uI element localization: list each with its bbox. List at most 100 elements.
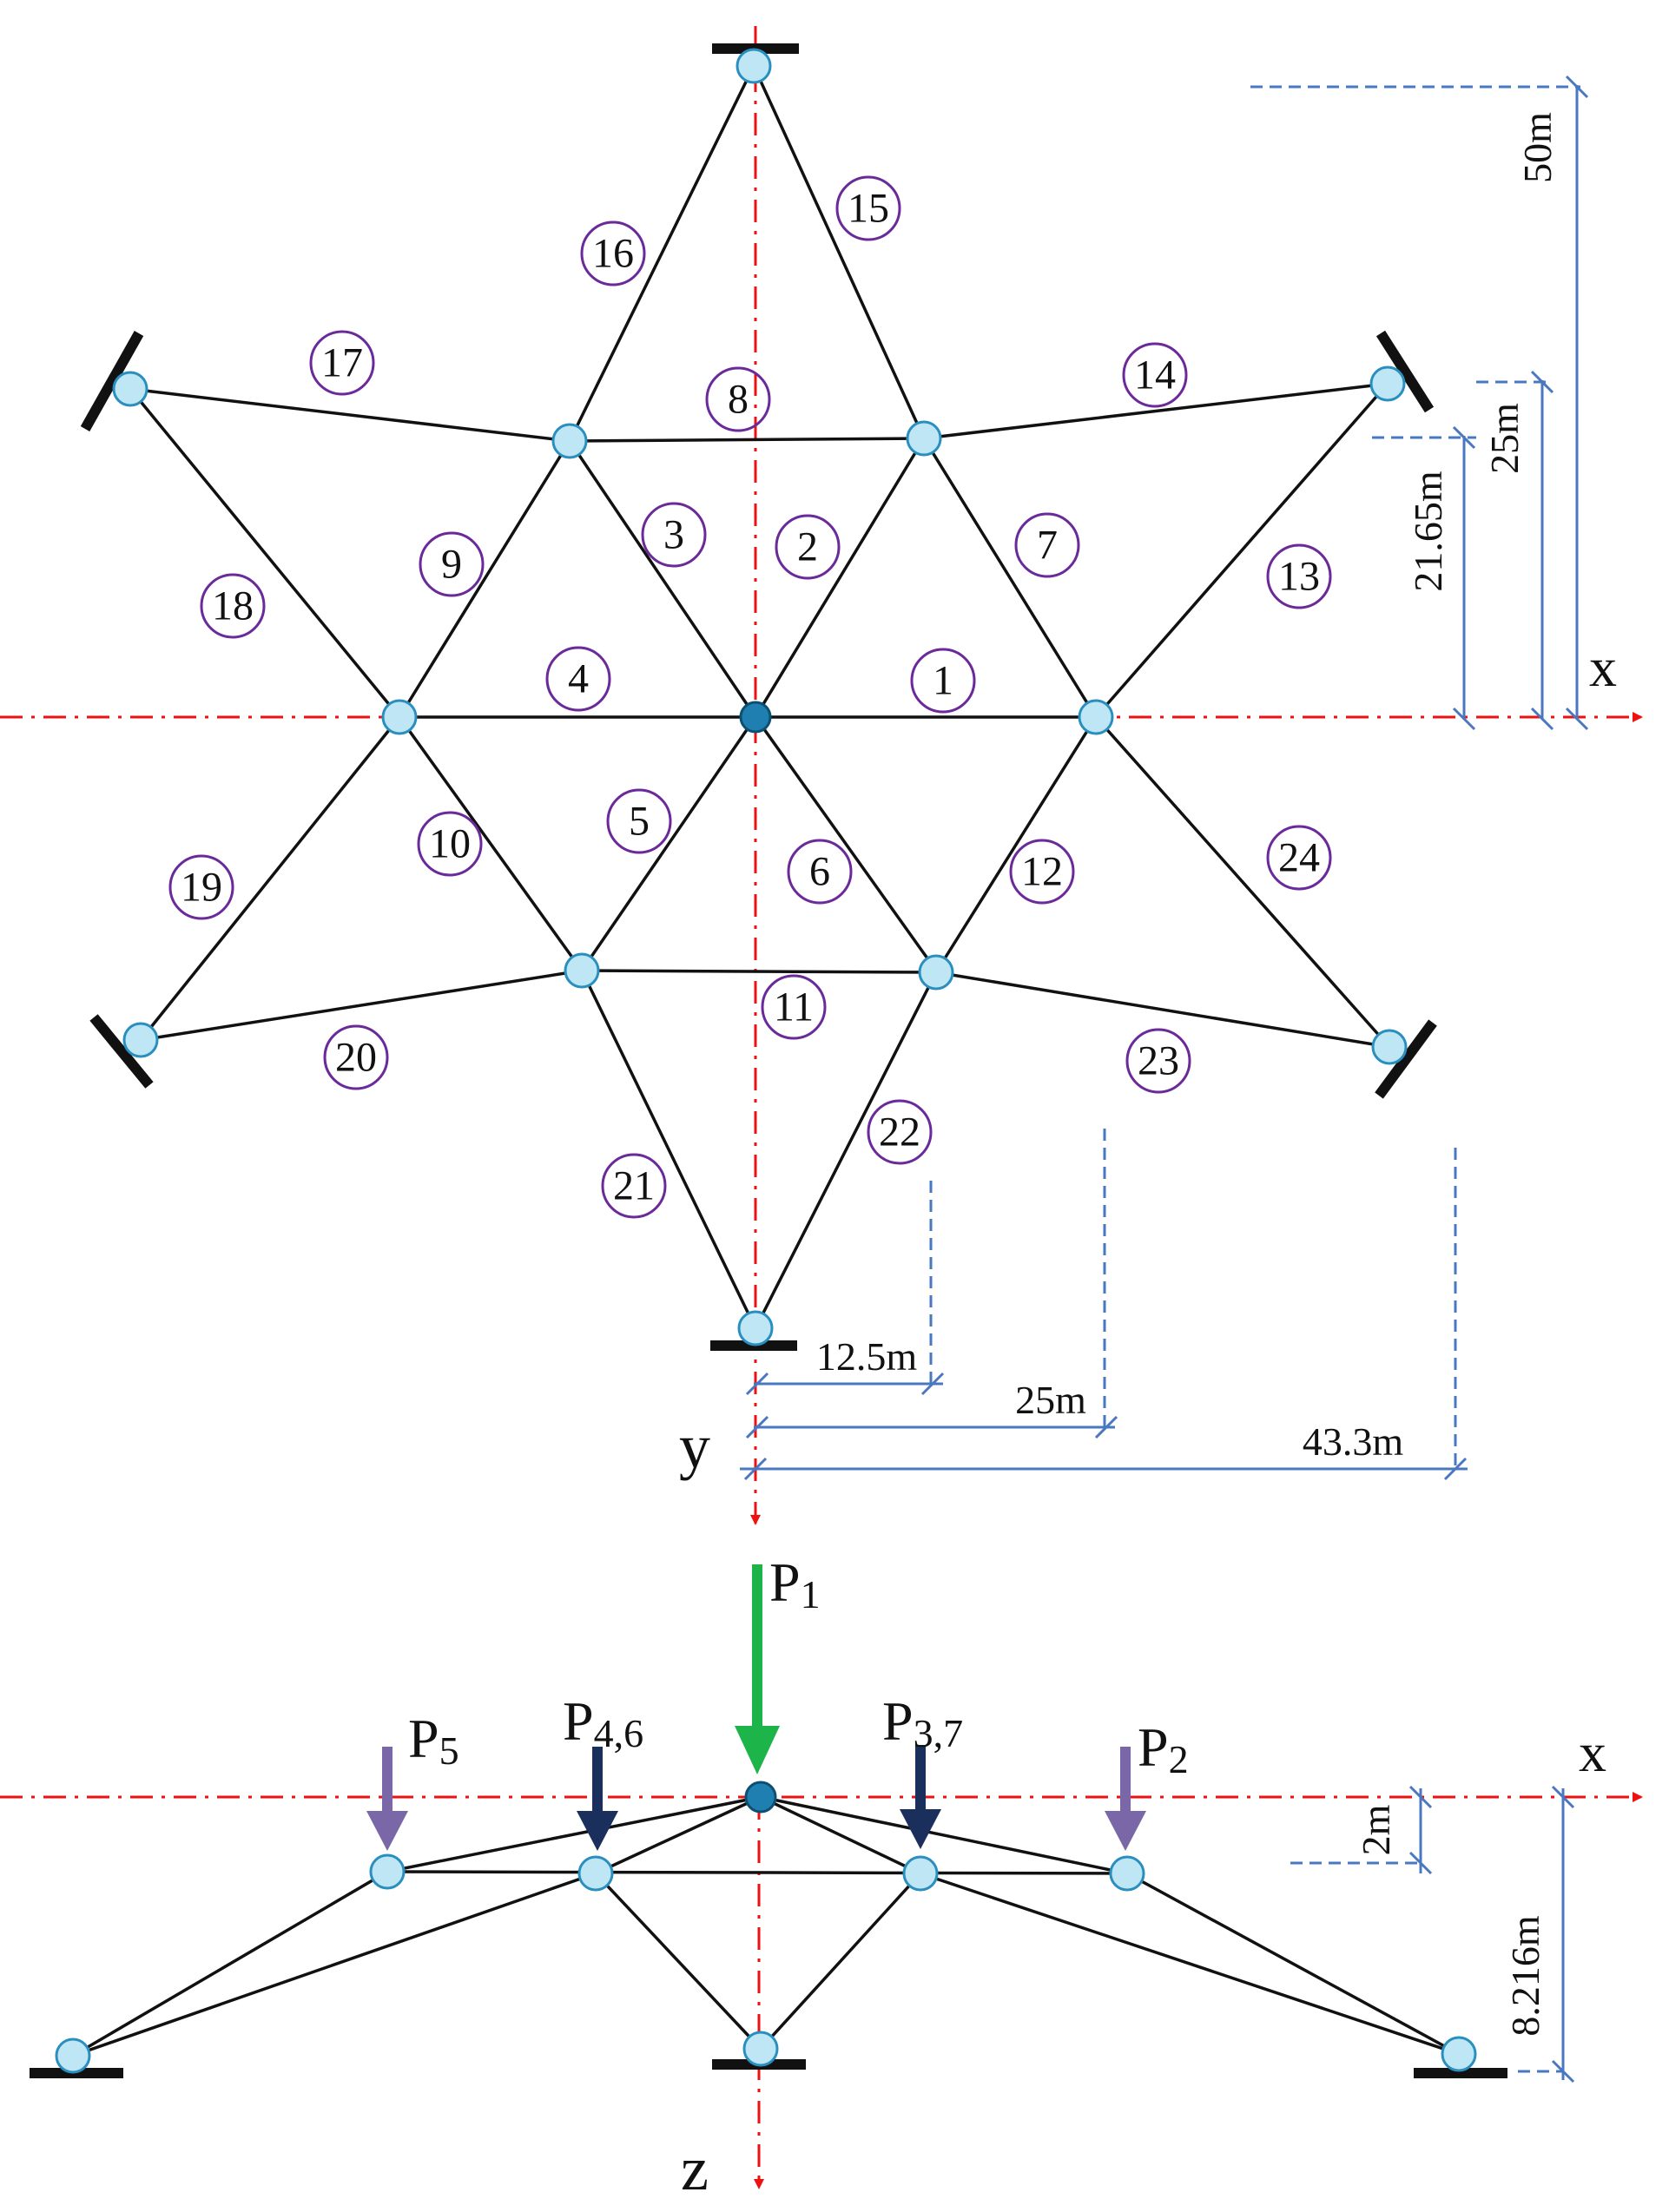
plan-nodes xyxy=(112,48,1408,1346)
member-label-19: 19 xyxy=(168,854,234,920)
dim-label-25m-bottom: 25m xyxy=(1015,1378,1086,1422)
member-10 xyxy=(398,715,584,972)
load-label-p1: P1 xyxy=(769,1551,821,1616)
member-label-4: 4 xyxy=(545,646,611,712)
svg-text:20: 20 xyxy=(335,1035,377,1081)
member-18 xyxy=(129,387,401,719)
elev-node xyxy=(902,1855,939,1892)
member-label-15: 15 xyxy=(835,175,901,241)
load-arrow-p1 xyxy=(735,1564,780,1774)
node-inner-lower-left xyxy=(564,952,600,989)
node-upper-right-outer xyxy=(1369,365,1406,402)
member-label-6: 6 xyxy=(787,839,853,905)
elevation-dimensions xyxy=(1290,1785,1575,2084)
elev-member xyxy=(71,1872,597,2057)
elev-node xyxy=(1109,1855,1145,1892)
member-13 xyxy=(1094,382,1389,719)
dim-label-43-3m: 43.3m xyxy=(1303,1419,1404,1464)
member-label-11: 11 xyxy=(761,974,827,1040)
elev-member xyxy=(1125,1872,1461,2056)
node-top xyxy=(736,48,772,84)
member-21 xyxy=(580,969,757,1330)
elev-member xyxy=(759,1872,922,2051)
member-2 xyxy=(754,437,926,719)
svg-text:18: 18 xyxy=(212,583,254,629)
svg-text:16: 16 xyxy=(592,231,634,277)
node-inner-upper-right xyxy=(906,420,942,457)
plan-dimensions-right xyxy=(1250,75,1589,731)
elev-node xyxy=(1441,2036,1477,2072)
svg-text:14: 14 xyxy=(1134,352,1176,398)
svg-text:23: 23 xyxy=(1138,1038,1179,1084)
svg-text:9: 9 xyxy=(441,542,462,588)
member-15 xyxy=(752,64,926,440)
plan-axes: x y xyxy=(0,26,1643,1525)
member-24 xyxy=(1094,715,1391,1049)
member-11 xyxy=(580,969,938,974)
svg-text:10: 10 xyxy=(429,821,471,867)
svg-text:6: 6 xyxy=(809,849,830,895)
elev-member xyxy=(71,1870,389,2057)
member-22 xyxy=(754,971,938,1330)
member-7 xyxy=(922,437,1098,719)
member-14 xyxy=(922,382,1389,440)
elev-member xyxy=(386,1795,762,1873)
dim-label-50m: 50m xyxy=(1515,112,1560,183)
member-label-10: 10 xyxy=(417,811,483,877)
member-label-13: 13 xyxy=(1266,543,1332,609)
load-arrow-p5 xyxy=(366,1747,408,1851)
member-label-16: 16 xyxy=(580,221,646,286)
load-label-p5: P5 xyxy=(408,1708,459,1773)
elev-node xyxy=(577,1855,614,1892)
member-label-3: 3 xyxy=(641,502,707,568)
member-label-14: 14 xyxy=(1122,342,1188,408)
node-center xyxy=(739,701,772,734)
plan-member-labels: 1 2 3 4 5 6 7 8 9 10 11 12 13 14 15 16 1… xyxy=(168,175,1332,1219)
plan-supports xyxy=(80,43,1437,1351)
elev-member xyxy=(594,1872,762,2051)
member-5 xyxy=(580,715,757,972)
member-label-17: 17 xyxy=(309,330,375,396)
node-inner-lower-right xyxy=(918,954,954,991)
load-arrow-p3-7 xyxy=(900,1745,941,1849)
elevation-nodes xyxy=(55,1781,1477,2074)
elevation-members xyxy=(71,1795,1461,2057)
load-label-p3-7: P3,7 xyxy=(882,1690,963,1755)
elevation-view: x z xyxy=(0,1551,1643,2203)
elevation-z-axis-label: z xyxy=(681,2134,709,2203)
load-label-p2: P2 xyxy=(1138,1716,1189,1781)
elev-node xyxy=(369,1853,406,1890)
node-lower-left-outer xyxy=(122,1022,159,1058)
elevation-x-axis-label: x xyxy=(1579,1722,1606,1783)
member-label-1: 1 xyxy=(910,648,976,714)
elevation-loads: P1 P2 P3,7 P4,6 P5 xyxy=(366,1551,1189,1851)
node-inner-right xyxy=(1078,699,1114,735)
svg-text:8: 8 xyxy=(728,377,749,423)
dim-label-21-65m: 21.65m xyxy=(1406,471,1450,592)
member-label-9: 9 xyxy=(419,531,485,597)
svg-text:22: 22 xyxy=(879,1109,920,1155)
member-20 xyxy=(139,969,584,1042)
node-inner-upper-left xyxy=(551,423,588,459)
svg-text:12: 12 xyxy=(1021,849,1063,895)
member-12 xyxy=(934,715,1098,974)
member-label-20: 20 xyxy=(323,1024,389,1090)
node-bottom xyxy=(737,1310,774,1346)
elev-member xyxy=(759,1795,1129,1875)
elevation-axes: x z xyxy=(0,1722,1643,2203)
svg-text:19: 19 xyxy=(181,865,222,911)
support-upper-right xyxy=(1375,330,1435,413)
member-9 xyxy=(398,439,571,719)
elev-member xyxy=(919,1872,1461,2056)
member-label-18: 18 xyxy=(200,573,266,639)
member-23 xyxy=(934,971,1391,1049)
load-arrow-p2 xyxy=(1105,1747,1146,1851)
support-upper-left xyxy=(80,331,144,431)
elev-node xyxy=(742,2031,779,2067)
member-label-24: 24 xyxy=(1266,825,1332,891)
svg-text:17: 17 xyxy=(321,340,363,386)
elevation-supports xyxy=(30,2059,1507,2078)
svg-text:2: 2 xyxy=(797,524,818,570)
elev-member xyxy=(386,1870,1129,1875)
svg-text:4: 4 xyxy=(568,656,589,702)
